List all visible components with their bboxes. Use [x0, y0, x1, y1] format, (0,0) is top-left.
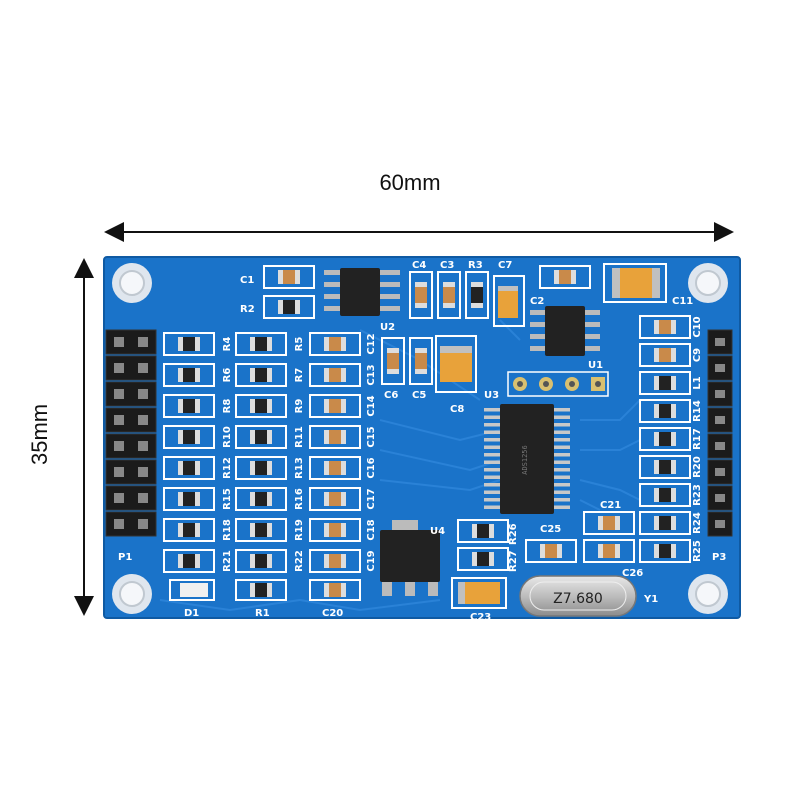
silk-r2: R2 — [240, 304, 255, 315]
silk-c1: C1 — [240, 275, 254, 286]
silk-r13: R13 — [294, 457, 305, 479]
silk-r9: R9 — [294, 399, 305, 414]
silk-c21: C21 — [600, 500, 621, 511]
silk-r18: R18 — [222, 519, 233, 541]
silk-r23: R23 — [692, 484, 703, 506]
silk-r17: R17 — [692, 428, 703, 450]
silk-r7: R7 — [294, 368, 305, 383]
width-dimension-label: 60mm — [379, 170, 441, 195]
silk-y1: Y1 — [643, 594, 658, 605]
silk-r16: R16 — [294, 488, 305, 510]
resistor-r1 — [235, 579, 287, 601]
silk-c11: C11 — [672, 296, 693, 307]
silk-r11: R11 — [294, 426, 305, 448]
silk-r1: R1 — [255, 608, 270, 619]
lower-middle-components — [451, 511, 635, 609]
silk-c6: C6 — [384, 390, 398, 401]
silk-c5: C5 — [412, 390, 426, 401]
svg-text:ADS1256: ADS1256 — [521, 445, 529, 475]
pin-header-p1 — [105, 329, 157, 537]
silk-r12: R12 — [222, 457, 233, 479]
chip-u2 — [340, 268, 380, 316]
crystal-label: Z7.680 — [553, 591, 603, 607]
silk-r25: R25 — [692, 540, 703, 562]
silk-r27: R27 — [508, 550, 519, 572]
silk-r14: R14 — [692, 400, 703, 422]
silk-c4: C4 — [412, 260, 426, 271]
silk-c7: C7 — [498, 260, 512, 271]
led-d1 — [169, 579, 215, 601]
silk-c3: C3 — [440, 260, 454, 271]
silk-c8: C8 — [450, 404, 464, 415]
silk-r3: R3 — [468, 260, 483, 271]
silk-c23: C23 — [470, 612, 491, 623]
silk-r8: R8 — [222, 399, 233, 414]
chip-u3: ADS1256 — [484, 404, 570, 514]
silk-r19: R19 — [294, 519, 305, 541]
silk-c18: C18 — [366, 519, 377, 540]
silk-u4: U4 — [430, 526, 445, 537]
silk-c26: C26 — [622, 568, 643, 579]
silk-u3: U3 — [484, 390, 499, 401]
silk-u2: U2 — [380, 322, 395, 333]
silk-r4: R4 — [222, 337, 233, 352]
pin-header-p3 — [707, 329, 733, 537]
silk-u1: U1 — [588, 360, 603, 371]
silk-c25: C25 — [540, 524, 561, 535]
silk-r24: R24 — [692, 512, 703, 534]
silk-c19: C19 — [366, 550, 377, 571]
silk-c16: C16 — [366, 457, 377, 478]
mounting-holes — [112, 263, 728, 614]
silk-p1: P1 — [118, 552, 132, 563]
crystal-y1 — [519, 575, 637, 617]
silk-c9: C9 — [692, 348, 703, 362]
silk-r15: R15 — [222, 488, 233, 510]
silk-p3: P3 — [712, 552, 726, 563]
silk-r22: R22 — [294, 550, 305, 572]
silk-r10: R10 — [222, 426, 233, 448]
resistor-grid — [163, 332, 361, 573]
silk-d1: D1 — [184, 608, 199, 619]
silk-r20: R20 — [692, 456, 703, 478]
silk-c20: C20 — [322, 608, 343, 619]
silk-c14: C14 — [366, 395, 377, 416]
silk-c17: C17 — [366, 488, 377, 509]
silk-c15: C15 — [366, 426, 377, 447]
silk-c13: C13 — [366, 364, 377, 385]
silk-r6: R6 — [222, 368, 233, 383]
silk-c12: C12 — [366, 333, 377, 354]
silk-l1: L1 — [692, 376, 703, 389]
silk-r26: R26 — [508, 523, 519, 545]
silk-c2: C2 — [530, 296, 544, 307]
chip-u1 — [545, 306, 585, 356]
silk-r21: R21 — [222, 550, 233, 572]
silkscreen-labels: C1 R2 C4 C3 R3 C7 U2 C11 C2 U1 U3 C6 C5 … — [118, 260, 726, 623]
regulator-u4 — [380, 520, 440, 596]
capacitor-c20 — [309, 579, 361, 601]
right-component-column — [639, 315, 691, 563]
top-components — [263, 263, 667, 397]
silk-c10: C10 — [692, 316, 703, 337]
silk-r5: R5 — [294, 337, 305, 352]
